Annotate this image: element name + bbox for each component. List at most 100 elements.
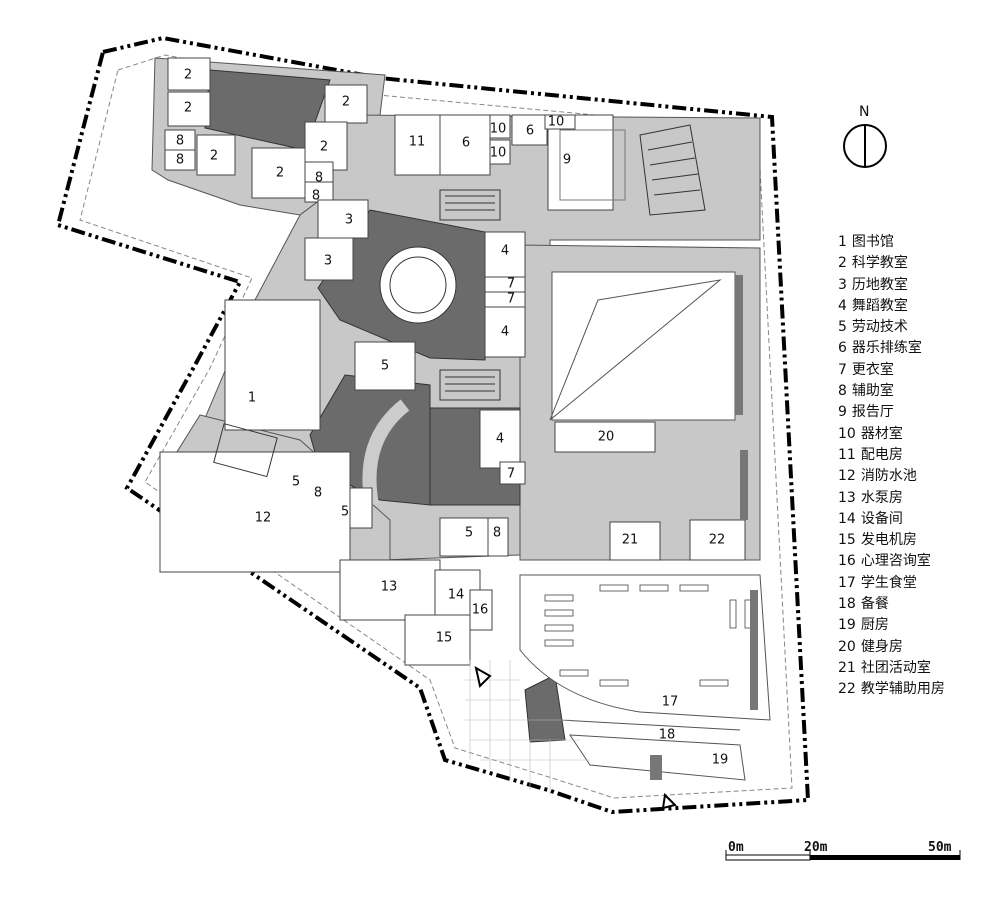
hall-20-block (551, 271, 736, 421)
label-room-8: 8 (312, 189, 320, 204)
label-room-4: 4 (496, 432, 504, 447)
label-room-10: 10 (548, 115, 565, 130)
legend-number: 17 (838, 574, 856, 591)
legend-room-name: 水泵房 (860, 489, 903, 506)
planting-strip (650, 275, 758, 780)
legend-number: 12 (838, 468, 856, 485)
label-room-5: 5 (381, 359, 389, 374)
label-room-1: 1 (248, 391, 256, 406)
legend-room-name: 器材室 (860, 425, 903, 442)
legend-room-name: 教学辅助用房 (860, 681, 945, 698)
legend-room-name: 舞蹈教室 (851, 297, 908, 314)
legend-number: 6 (838, 340, 847, 357)
legend-number: 21 (838, 659, 856, 676)
label-room-2: 2 (210, 149, 218, 164)
label-room-4: 4 (501, 325, 509, 340)
legend-room-name: 配电房 (860, 446, 903, 463)
label-room-16: 16 (472, 603, 489, 618)
scale-label-0: 0m (728, 840, 744, 855)
legend-room-name: 历地教室 (851, 276, 908, 293)
label-room-11: 11 (409, 135, 426, 150)
label-room-8: 8 (176, 134, 184, 149)
label-room-21: 21 (622, 533, 639, 548)
label-room-8: 8 (493, 526, 501, 541)
room-numbers: 1 2 2 2 2 2 2 3 3 4 4 4 5 5 5 5 6 6 7 7 … (176, 68, 728, 768)
label-room-15: 15 (436, 631, 453, 646)
legend-number: 10 (838, 425, 856, 442)
legend-room-name: 社团活动室 (860, 659, 931, 676)
label-room-13: 13 (381, 580, 398, 595)
legend-number: 1 (838, 234, 847, 250)
label-room-22: 22 (709, 533, 726, 548)
legend-number: 7 (838, 361, 847, 378)
label-room-9: 9 (563, 153, 571, 168)
label-room-12: 12 (255, 511, 272, 526)
legend-number: 14 (838, 510, 856, 527)
label-room-8: 8 (314, 486, 322, 501)
label-room-19: 19 (712, 753, 729, 768)
legend-number: 18 (838, 596, 856, 613)
label-room-10: 10 (490, 122, 507, 137)
legend-room-name: 图书馆 (851, 234, 894, 250)
label-room-2: 2 (184, 101, 192, 116)
legend-room-name: 设备间 (860, 510, 903, 527)
label-room-18: 18 (659, 728, 676, 743)
legend-room-name: 厨房 (860, 617, 889, 634)
paving-grid (465, 660, 590, 795)
legend-room-name: 消防水池 (860, 468, 917, 485)
label-room-7: 7 (507, 292, 515, 307)
label-room-20: 20 (598, 430, 615, 445)
label-room-4: 4 (501, 244, 509, 259)
legend-number: 15 (838, 532, 856, 549)
auditorium-seating (213, 124, 706, 478)
room-9-interior (559, 129, 626, 201)
legend-room-name: 科学教室 (851, 255, 908, 272)
hall-diagonal (549, 279, 722, 421)
legend-room-name: 学生食堂 (860, 574, 917, 591)
label-room-5: 5 (292, 475, 300, 490)
legend-number: 19 (838, 617, 856, 634)
label-room-6: 6 (526, 124, 534, 139)
label-room-3: 3 (345, 213, 353, 228)
legend-room-name: 备餐 (860, 596, 889, 613)
legend-number: 16 (838, 553, 856, 570)
label-room-5: 5 (341, 505, 349, 520)
scale-label-50: 50m (928, 840, 952, 855)
north-label: N (859, 104, 870, 120)
legend-number: 8 (838, 383, 847, 400)
courtyard-circle (379, 246, 457, 324)
legend-room-name: 器乐排练室 (851, 340, 922, 357)
legend-room-name: 心理咨询室 (860, 553, 931, 570)
legend-number: 2 (838, 255, 847, 272)
legend-room-name: 发电机房 (860, 532, 917, 549)
label-room-5: 5 (465, 526, 473, 541)
label-room-8: 8 (315, 171, 323, 186)
legend-room-name: 报告厅 (851, 404, 894, 421)
rooms (159, 57, 746, 666)
label-room-3: 3 (324, 254, 332, 269)
legend-room-name: 更衣室 (851, 361, 894, 378)
scale-bar (725, 850, 961, 861)
legend-number: 4 (838, 297, 847, 314)
label-room-8: 8 (176, 153, 184, 168)
